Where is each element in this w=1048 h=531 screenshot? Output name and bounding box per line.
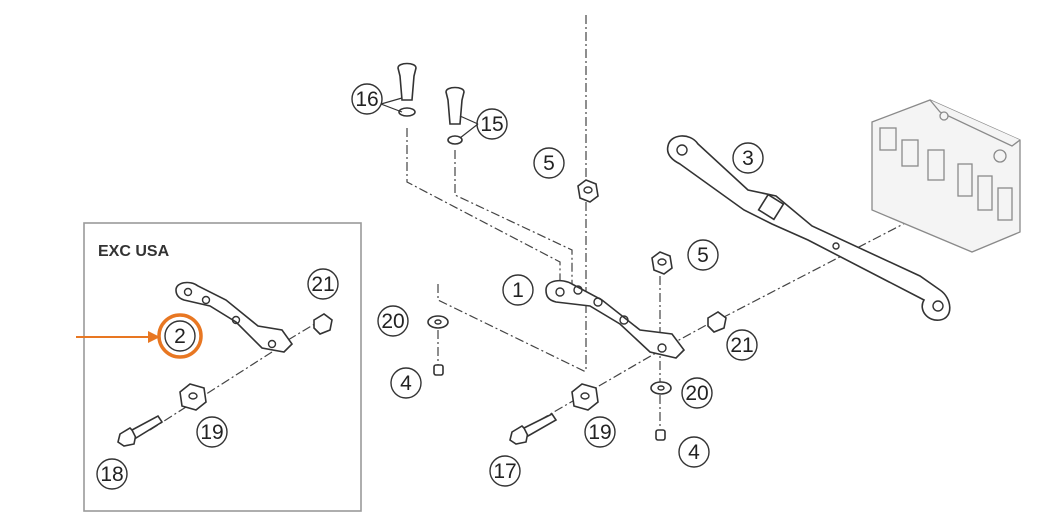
svg-text:17: 17: [493, 460, 516, 483]
svg-text:5: 5: [697, 244, 709, 267]
bolt-4-left: [433, 364, 444, 376]
callout-17: 17: [489, 455, 521, 487]
svg-text:19: 19: [588, 421, 611, 444]
svg-text:15: 15: [480, 113, 503, 136]
callout-19-inset: 19: [196, 416, 228, 448]
callout-15: 15: [476, 108, 508, 140]
callout-21-main: 21: [726, 329, 758, 361]
callout-21-inset: 21: [307, 268, 339, 300]
pin-16: [397, 62, 417, 117]
part-2-inset-bracket: [175, 281, 294, 353]
washer-20-right: [650, 381, 672, 395]
callout-19-main: 19: [584, 416, 616, 448]
callout-5-upper: 5: [533, 147, 565, 179]
callout-3: 3: [732, 142, 764, 174]
pin-15: [445, 86, 465, 145]
inset-title: EXC USA: [98, 243, 170, 260]
part-3-long-bracket: [666, 135, 951, 321]
bolt-17: [509, 412, 558, 445]
callout-20-right: 20: [681, 377, 713, 409]
svg-text:4: 4: [688, 441, 700, 464]
callout-18: 18: [96, 458, 128, 490]
bushing-21-inset: [313, 313, 333, 335]
svg-text:19: 19: [200, 421, 223, 444]
svg-text:5: 5: [543, 152, 555, 175]
callout-1: 1: [502, 274, 534, 306]
svg-text:21: 21: [730, 334, 753, 357]
highlight-ring: [157, 313, 203, 359]
leader-lines: [380, 97, 479, 139]
part-1-main-bracket: [545, 279, 686, 359]
vehicle-frame-outline: [871, 99, 1021, 253]
svg-text:16: 16: [355, 88, 378, 111]
svg-text:3: 3: [742, 147, 754, 170]
svg-text:21: 21: [311, 273, 334, 296]
collar-19-inset: [179, 383, 207, 411]
highlight-arrow: [76, 331, 160, 343]
callout-4-right: 4: [678, 436, 710, 468]
callout-4-left: 4: [390, 367, 422, 399]
callout-2: 2: [164, 320, 196, 352]
callout-20-left: 20: [377, 305, 409, 337]
nut-5-upper: [577, 179, 599, 203]
callout-5-lower: 5: [687, 239, 719, 271]
collar-19-main: [571, 383, 599, 411]
nut-5-lower: [651, 251, 673, 275]
svg-text:2: 2: [174, 325, 186, 348]
svg-text:18: 18: [100, 463, 123, 486]
bolt-4-right: [655, 429, 666, 441]
bolt-18: [117, 414, 164, 447]
svg-text:1: 1: [512, 279, 524, 302]
callout-16: 16: [351, 83, 383, 115]
svg-text:20: 20: [685, 382, 708, 405]
bushing-21-main: [707, 311, 727, 333]
washer-20-left: [427, 315, 449, 329]
svg-text:4: 4: [400, 372, 412, 395]
svg-text:20: 20: [381, 310, 404, 333]
